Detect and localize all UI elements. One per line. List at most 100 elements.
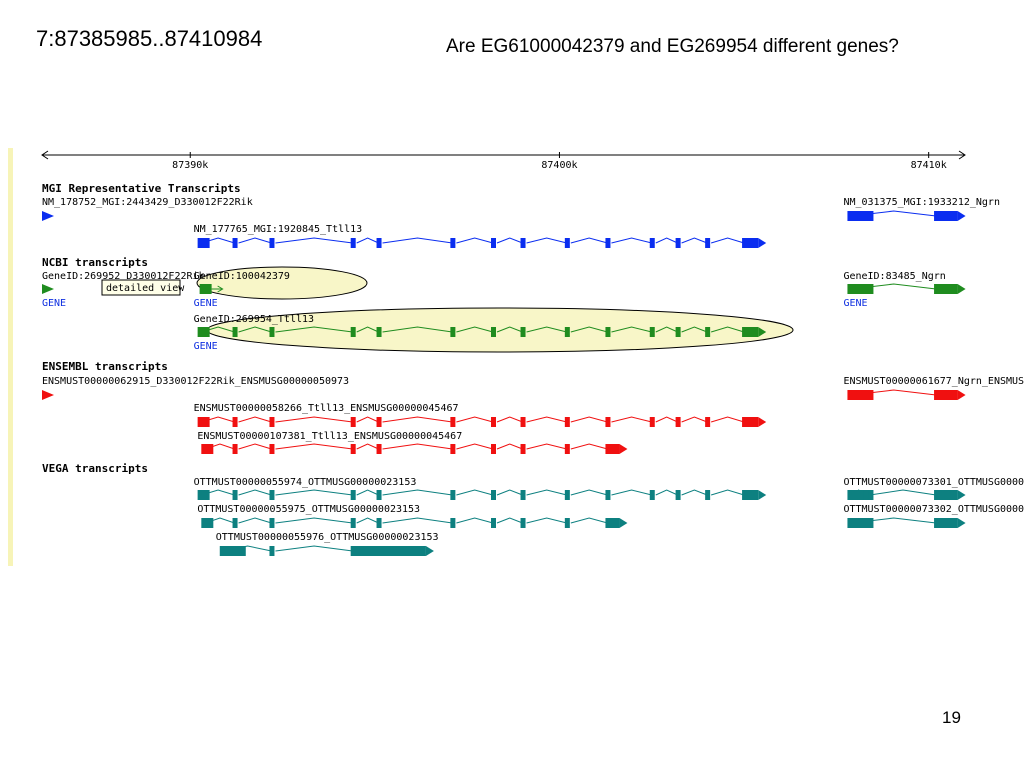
vega-exon[interactable] (450, 490, 456, 500)
vega-exon[interactable] (605, 490, 611, 500)
feature-label[interactable]: GeneID:269952_D330012F22Rik (42, 271, 205, 282)
ensembl-exon[interactable] (520, 444, 526, 454)
ensembl-exon-end[interactable] (936, 390, 958, 400)
feature-label[interactable]: ENSMUST00000062915_D330012F22Rik_ENSMUSG… (42, 376, 349, 387)
vega-exon[interactable] (450, 518, 456, 528)
ncbi-exon[interactable] (490, 327, 496, 337)
mgi-exon[interactable] (605, 238, 611, 248)
feature-label[interactable]: GeneID:83485_Ngrn (843, 271, 945, 282)
vega-exon-end[interactable] (936, 490, 958, 500)
feature-label[interactable]: NM_177765_MGI:1920845_Ttll13 (194, 224, 363, 235)
vega-exon[interactable] (376, 490, 382, 500)
ncbi-exon[interactable] (564, 327, 570, 337)
ensembl-exon[interactable] (450, 417, 456, 427)
ensembl-exon[interactable] (376, 444, 382, 454)
ensembl-exon[interactable] (197, 417, 210, 427)
ensembl-exon[interactable] (675, 417, 681, 427)
ensembl-exon[interactable] (705, 417, 711, 427)
mgi-exon[interactable] (649, 238, 655, 248)
vega-exon[interactable] (219, 546, 246, 556)
ncbi-exon[interactable] (232, 327, 238, 337)
ensembl-exon-end[interactable] (744, 417, 759, 427)
vega-exon[interactable] (863, 490, 869, 500)
ncbi-exon[interactable] (705, 327, 711, 337)
vega-exon[interactable] (269, 546, 275, 556)
feature-label[interactable]: OTTMUST00000055974_OTTMUSG00000023153 (194, 477, 417, 488)
ensembl-exon[interactable] (232, 417, 238, 427)
feature-label[interactable]: GeneID:269954_Ttll13 (194, 314, 314, 325)
vega-exon-end[interactable] (936, 518, 958, 528)
ensembl-exon[interactable] (350, 417, 356, 427)
vega-exon[interactable] (269, 490, 275, 500)
mgi-exon[interactable] (675, 238, 681, 248)
mgi-exon[interactable] (490, 238, 496, 248)
vega-exon[interactable] (490, 490, 496, 500)
ensembl-exon[interactable] (605, 417, 611, 427)
mgi-exon[interactable] (450, 238, 456, 248)
mgi-exon-end[interactable] (936, 211, 958, 221)
ensembl-exon[interactable] (269, 444, 275, 454)
mgi-exon-end[interactable] (744, 238, 759, 248)
ensembl-exon[interactable] (376, 417, 382, 427)
ncbi-exon[interactable] (376, 327, 382, 337)
gene-link[interactable]: GENE (194, 298, 218, 309)
vega-exon[interactable] (520, 518, 526, 528)
ncbi-stub-arrow[interactable] (42, 284, 54, 294)
ensembl-exon[interactable] (520, 417, 526, 427)
mgi-exon[interactable] (269, 238, 275, 248)
ncbi-exon[interactable] (605, 327, 611, 337)
vega-exon[interactable] (847, 518, 874, 528)
vega-exon[interactable] (197, 490, 210, 500)
ensembl-exon[interactable] (847, 390, 874, 400)
ncbi-exon[interactable] (649, 327, 655, 337)
ensembl-exon[interactable] (649, 417, 655, 427)
feature-label[interactable]: NM_178752_MGI:2443429_D330012F22Rik (42, 197, 253, 208)
vega-exon[interactable] (675, 490, 681, 500)
ensembl-exon[interactable] (490, 444, 496, 454)
feature-label[interactable]: GeneID:100042379 (194, 271, 290, 282)
vega-exon[interactable] (232, 518, 238, 528)
ncbi-exon[interactable] (520, 327, 526, 337)
ncbi-exon[interactable] (450, 327, 456, 337)
mgi-exon[interactable] (376, 238, 382, 248)
feature-label[interactable]: ENSMUST00000107381_Ttll13_ENSMUSG0000004… (197, 431, 462, 442)
gene-link[interactable]: GENE (843, 298, 867, 309)
vega-exon[interactable] (376, 518, 382, 528)
vega-exon[interactable] (490, 518, 496, 528)
mgi-stub-arrow[interactable] (42, 211, 54, 221)
ensembl-exon[interactable] (564, 444, 570, 454)
feature-label[interactable]: ENSMUST00000058266_Ttll13_ENSMUSG0000004… (194, 403, 459, 414)
ncbi-exon[interactable] (197, 327, 210, 337)
mgi-exon[interactable] (564, 238, 570, 248)
vega-exon[interactable] (350, 518, 356, 528)
ncbi-exon-end[interactable] (936, 284, 958, 294)
vega-exon[interactable] (269, 518, 275, 528)
feature-label[interactable]: OTTMUST00000055976_OTTMUSG00000023153 (216, 532, 439, 543)
feature-label[interactable]: OTTMUST00000073302_OTTMUSG0000 (843, 504, 1024, 515)
vega-exon[interactable] (564, 490, 570, 500)
mgi-exon[interactable] (197, 238, 210, 248)
mgi-exon[interactable] (520, 238, 526, 248)
gene-link[interactable]: GENE (194, 341, 218, 352)
ensembl-exon[interactable] (232, 444, 238, 454)
mgi-exon[interactable] (705, 238, 711, 248)
vega-exon-end[interactable] (607, 518, 620, 528)
ncbi-exon[interactable] (675, 327, 681, 337)
feature-label[interactable]: ENSMUST00000061677_Ngrn_ENSMUS (843, 376, 1024, 387)
ensembl-exon[interactable] (450, 444, 456, 454)
ncbi-exon[interactable] (350, 327, 356, 337)
ensembl-exon[interactable] (564, 417, 570, 427)
mgi-exon[interactable] (350, 238, 356, 248)
ncbi-exon[interactable] (269, 327, 275, 337)
feature-label[interactable]: OTTMUST00000055975_OTTMUSG00000023153 (197, 504, 420, 515)
vega-exon[interactable] (201, 518, 214, 528)
ncbi-exon[interactable] (847, 284, 874, 294)
ensembl-exon[interactable] (350, 444, 356, 454)
feature-label[interactable]: NM_031375_MGI:1933212_Ngrn (843, 197, 1000, 208)
ensembl-exon[interactable] (490, 417, 496, 427)
vega-exon[interactable] (649, 490, 655, 500)
gene-link[interactable]: GENE (42, 298, 66, 309)
vega-exon[interactable] (232, 490, 238, 500)
vega-exon[interactable] (564, 518, 570, 528)
vega-exon[interactable] (705, 490, 711, 500)
